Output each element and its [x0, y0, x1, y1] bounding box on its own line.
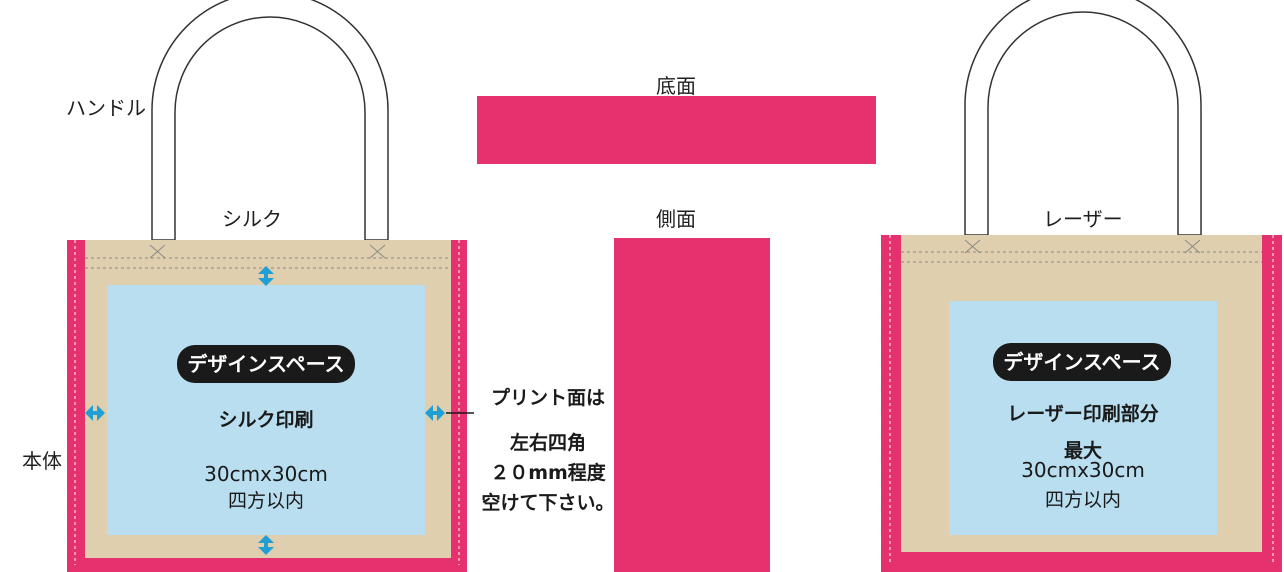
right-design-space-badge: デザインスペース	[993, 343, 1171, 381]
right-design-area	[949, 301, 1217, 535]
right-print-type: レーザー印刷部分	[1007, 403, 1159, 425]
margin-arrow-bottom	[258, 535, 274, 555]
bottom-label: 底面	[656, 74, 696, 98]
body-label: 本体	[22, 449, 62, 473]
left-bag-handle	[151, 0, 389, 241]
left-design-space-badge: デザインスペース	[177, 345, 355, 383]
right-size: 30cmx30cm	[1021, 458, 1145, 482]
right-max-label: 最大	[1063, 440, 1102, 462]
margin-note-line1: プリント面は	[490, 387, 605, 409]
right-size-note: 四方以内	[1044, 489, 1121, 511]
side-label: 側面	[656, 207, 696, 231]
left-size-note: 四方以内	[227, 490, 304, 512]
margin-note-line3: ２０mm程度	[490, 462, 606, 484]
bottom-panel	[477, 96, 876, 164]
margin-note-line2: 左右四角	[509, 432, 586, 454]
margin-arrow-right	[425, 405, 445, 421]
side-panel	[614, 238, 770, 572]
left-print-type: シルク印刷	[218, 409, 314, 431]
laser-label: レーザー	[1043, 207, 1123, 231]
margin-arrow-left	[85, 405, 105, 421]
left-design-area	[107, 285, 425, 535]
right-bag-handle	[964, 0, 1202, 236]
left-size: 30cmx30cm	[204, 462, 328, 486]
handle-label: ハンドル	[66, 96, 146, 120]
margin-note-line4: 空けて下さい。	[481, 492, 615, 514]
margin-arrow-top	[258, 266, 274, 286]
silk-label: シルク	[222, 207, 282, 231]
